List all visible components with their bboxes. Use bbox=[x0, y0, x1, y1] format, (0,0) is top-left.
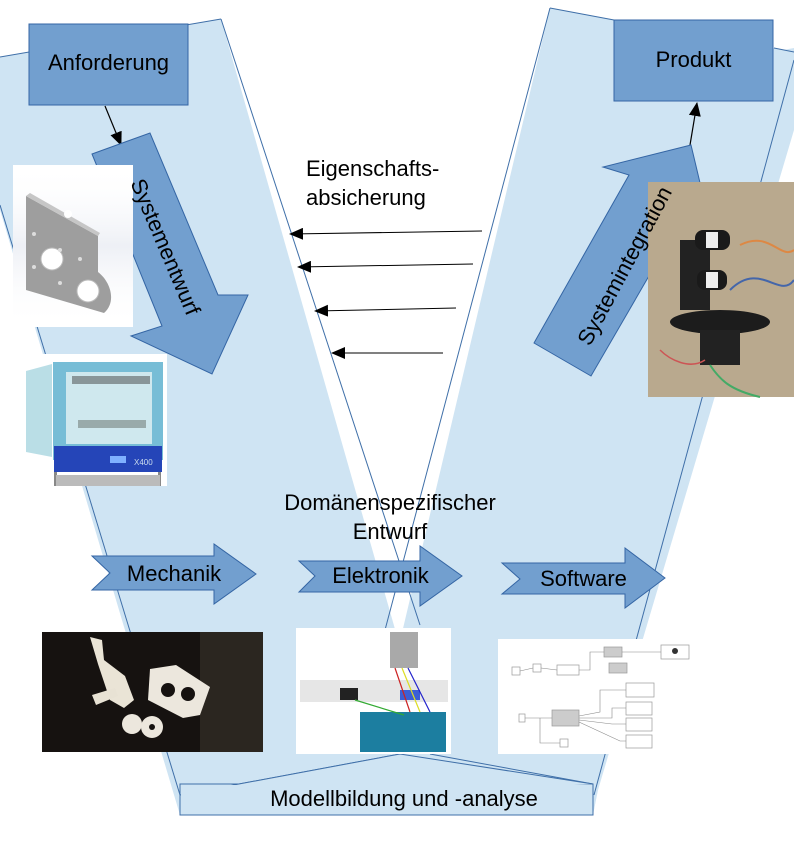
mechanics-arrow bbox=[90, 543, 257, 605]
verification-arrow bbox=[314, 304, 457, 317]
circuit-image bbox=[296, 628, 451, 754]
integration-to-product-arrow bbox=[688, 102, 701, 146]
printer-image: X400 bbox=[24, 354, 167, 486]
block-diagram-image bbox=[498, 639, 690, 754]
requirement-box bbox=[28, 23, 189, 106]
left-arm-inner-edge bbox=[220, 18, 421, 626]
software-label: Software bbox=[540, 566, 627, 591]
product-box bbox=[613, 19, 774, 102]
verification-arrow bbox=[289, 227, 483, 240]
product-box-label: Produkt bbox=[655, 47, 732, 72]
verification-arrows bbox=[289, 227, 483, 359]
requirement-to-design-arrow bbox=[104, 105, 122, 146]
right-arm-top-edge bbox=[549, 7, 794, 53]
domain-design-label-line2: Entwurf bbox=[352, 519, 428, 544]
modeling-label: Modellbildung und -analyse bbox=[270, 786, 538, 811]
software-arrow bbox=[500, 547, 666, 609]
bottom-right-slope bbox=[429, 753, 594, 785]
requirement-box-label: Anforderung bbox=[47, 50, 170, 75]
verification-label-line1: Eigenschafts- bbox=[306, 156, 440, 181]
mechanics-label: Mechanik bbox=[126, 561, 222, 586]
domain-design-label-line1: Domänenspezifischer bbox=[284, 490, 496, 515]
integrated-system-image bbox=[648, 182, 794, 398]
cad-part-image bbox=[13, 165, 133, 327]
printed-parts-image bbox=[42, 632, 263, 752]
verification-label-line2: absicherung bbox=[306, 185, 426, 210]
verification-arrow bbox=[297, 260, 474, 273]
svg-text:X400: X400 bbox=[134, 458, 153, 467]
electronics-label: Elektronik bbox=[332, 563, 429, 588]
right-arm-inner-edge bbox=[384, 7, 551, 631]
electronics-arrow bbox=[297, 545, 463, 607]
